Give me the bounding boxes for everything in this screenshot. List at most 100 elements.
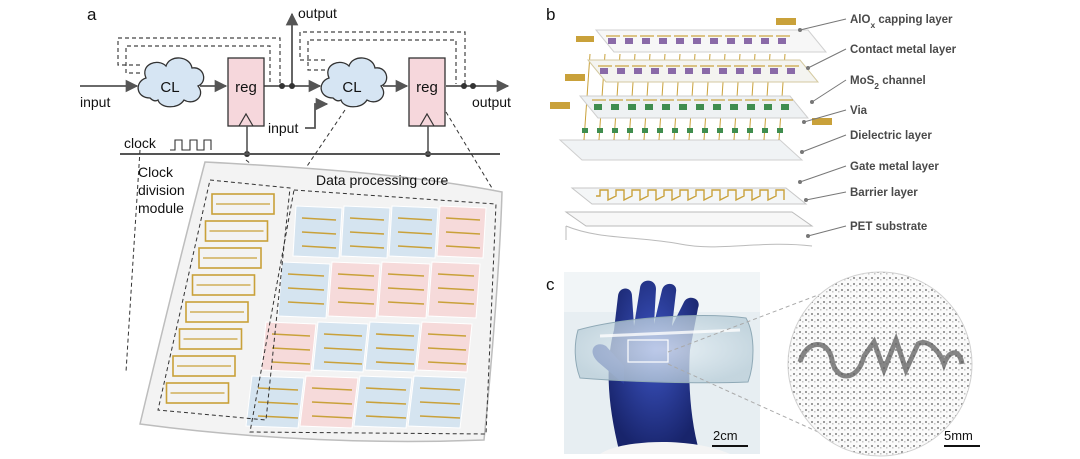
clock-division-block (172, 355, 236, 377)
feedback-loop-1-inner (125, 45, 271, 84)
circuit-trace (419, 401, 461, 405)
clock-division-outline (157, 179, 291, 421)
layer-label: MoS2 channel (850, 75, 926, 91)
transistor (764, 104, 772, 110)
transistor (730, 104, 738, 110)
via-contact (642, 128, 648, 133)
chip-block (388, 205, 439, 259)
clock-division-label-2: division (138, 182, 185, 198)
circuit-trace (349, 217, 385, 221)
circuit-trace (375, 361, 415, 365)
junction-dot (461, 83, 467, 89)
via-contact (657, 128, 663, 133)
scale-label-right: 5mm (944, 428, 973, 443)
transistor (713, 104, 721, 110)
input-label-left: input (80, 94, 110, 110)
circuit-trace (257, 415, 299, 419)
transistor (651, 68, 659, 74)
input-line-2 (305, 97, 329, 129)
clock-division-block (211, 193, 275, 215)
leader-dot (806, 66, 810, 70)
layer-label: Gate metal layer (850, 161, 939, 173)
transistor (679, 104, 687, 110)
circuit-trace (311, 387, 353, 391)
chip-cell-grid (165, 193, 487, 429)
leader-dot (806, 234, 810, 238)
leader-line (811, 79, 847, 103)
zoom-line (125, 149, 141, 373)
transistor (747, 104, 755, 110)
transistor (611, 104, 619, 110)
leader-line (799, 165, 847, 183)
junction-dot (470, 83, 476, 89)
reg1-label: reg (235, 79, 257, 96)
transistor (719, 68, 727, 74)
via-contact (762, 128, 768, 133)
leader-dot (810, 100, 814, 104)
mos2-channel-plane (578, 95, 810, 119)
circuit-trace (445, 217, 481, 221)
pet-substrate-top (564, 211, 814, 227)
chip-block (245, 375, 305, 429)
via-contact (597, 128, 603, 133)
clock-division-label-1: Clock (138, 164, 174, 180)
circuit-trace (337, 273, 375, 277)
panel-a: a CL CL reg reg (80, 5, 511, 443)
layer-label: Contact metal layer (850, 44, 957, 56)
data-core-outline (249, 189, 497, 435)
leader-dot (800, 150, 804, 154)
data-core-label: Data processing core (316, 172, 449, 188)
transistor (608, 38, 616, 44)
reg2-label: reg (416, 79, 438, 96)
gate-trace (596, 189, 785, 202)
circuit-trace (387, 273, 425, 277)
pet-substrate-wave (565, 225, 813, 248)
scale-label-left: 2cm (713, 428, 738, 443)
via-contact (612, 128, 618, 133)
clock-triangle-2 (419, 112, 435, 127)
circuit-trace (287, 273, 325, 277)
chip-block (353, 375, 413, 429)
contact-pad (550, 102, 570, 109)
cl-cloud-1 (137, 57, 205, 108)
circuit-trace (427, 361, 467, 365)
panel-c: c 2cm 5mm (546, 271, 980, 457)
transistor (659, 38, 667, 44)
clock-division-block (191, 274, 256, 296)
transistor (668, 68, 676, 74)
circuit-trace (349, 231, 385, 235)
layer-label: AlOx capping layer (850, 14, 953, 30)
transistor (787, 68, 795, 74)
circuit-trace (375, 347, 415, 351)
transistor (702, 68, 710, 74)
cl1-label: CL (160, 79, 179, 96)
transistor-array (592, 35, 799, 110)
clock-label: clock (124, 135, 157, 151)
clock-triangle-1 (238, 112, 254, 127)
cl2-label: CL (342, 79, 361, 96)
circuit-trace (287, 287, 325, 291)
circuit-trace (301, 245, 337, 249)
circuit-trace (271, 361, 311, 365)
circuit-trace (397, 245, 433, 249)
circuit-trace (419, 387, 461, 391)
panel-label-c: c (546, 275, 555, 294)
circuit-trace (257, 401, 299, 405)
leader-dot (798, 180, 802, 184)
flexible-chip (139, 161, 503, 443)
transistor (625, 38, 633, 44)
circuit-trace (337, 287, 375, 291)
layer-label: Via (850, 105, 868, 117)
panel-label-a: a (87, 5, 97, 24)
clock-division-block (178, 328, 243, 350)
via-contact (777, 128, 783, 133)
output-label-top: output (298, 5, 337, 21)
layer-label: Barrier layer (850, 187, 918, 199)
via-contact (687, 128, 693, 133)
via-contact (702, 128, 708, 133)
circuit-trace (271, 333, 311, 337)
gate-metal-traces (596, 189, 785, 202)
transistor (642, 38, 650, 44)
feedback-loop-2-outer (299, 31, 466, 84)
